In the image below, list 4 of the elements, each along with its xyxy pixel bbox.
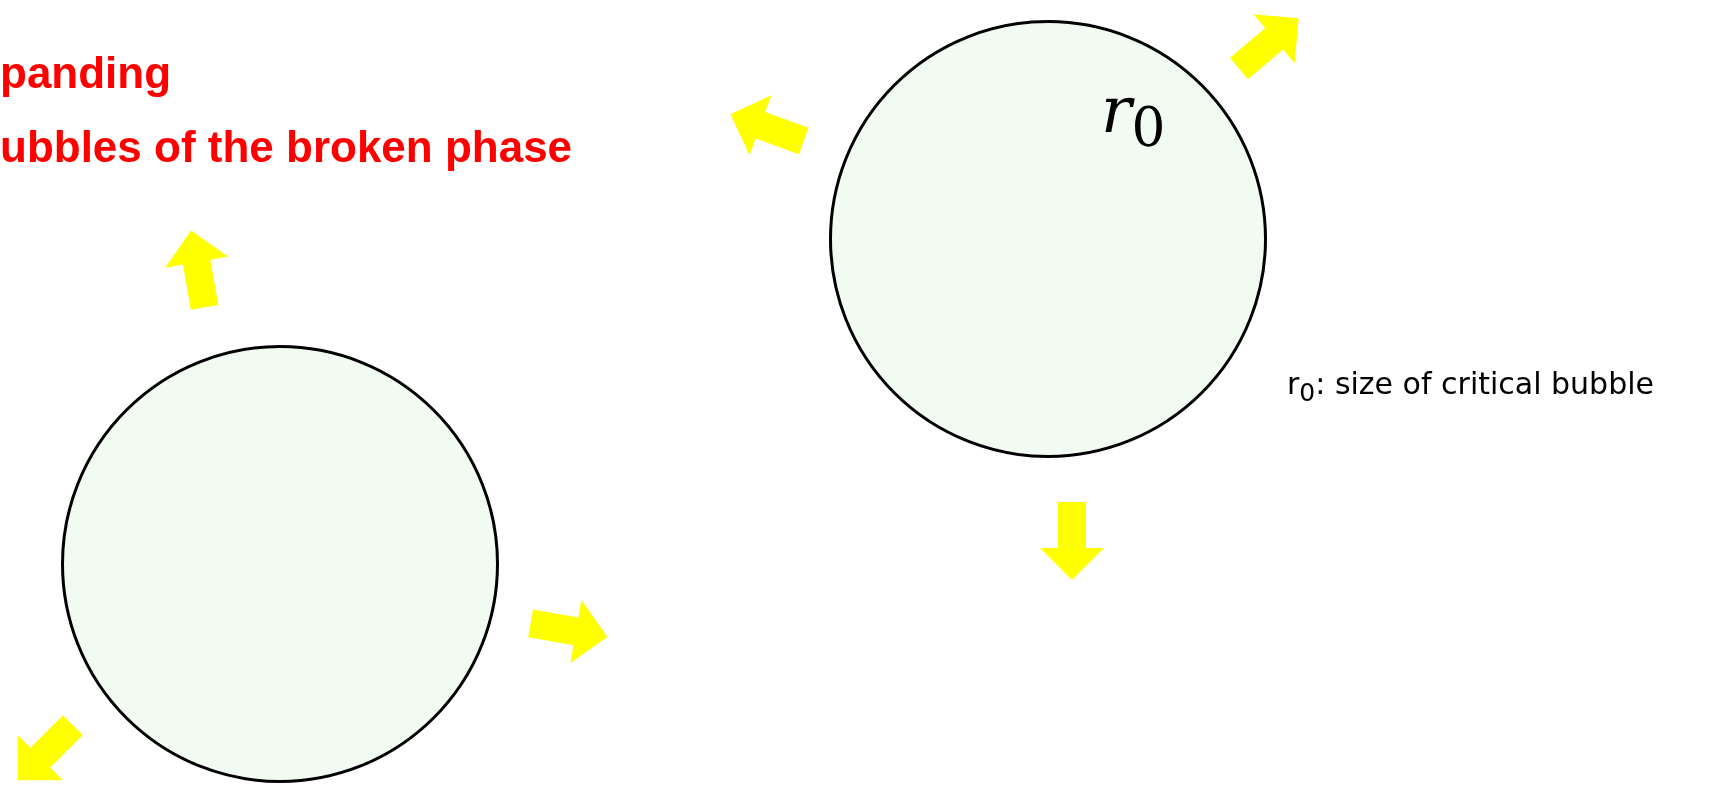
radius-note: r$_{0}$: size of critical bubble: [1287, 366, 1654, 407]
heading-text: ubbles of the broken phase: [0, 122, 573, 172]
radius-symbol: r$_{0}$: [1101, 77, 1166, 154]
heading-text: panding: [0, 48, 172, 98]
